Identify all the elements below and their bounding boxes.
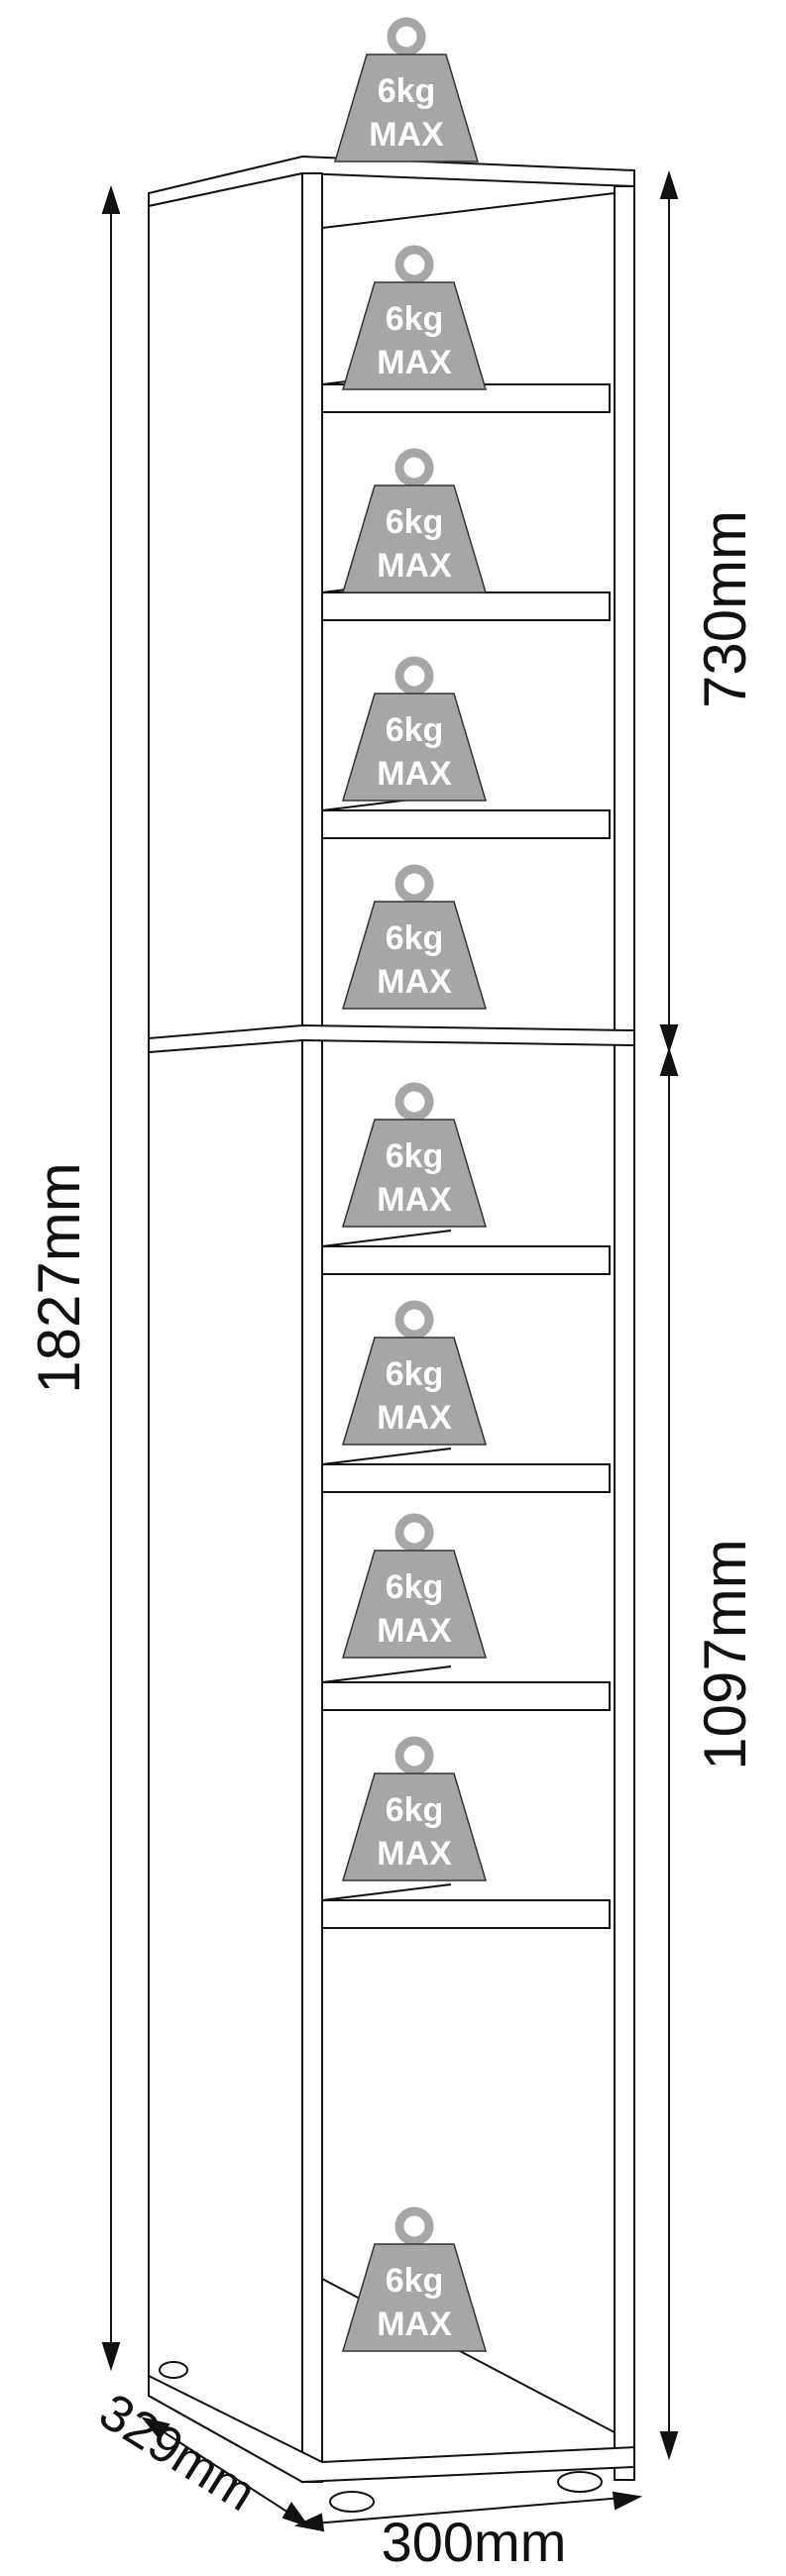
weight-badges: 6kgMAX6kgMAX6kgMAX6kgMAX6kgMAX6kgMAX6kgM…: [333, 17, 488, 2352]
weight-max-label: MAX: [377, 1181, 452, 1219]
weight-body: [341, 1550, 488, 1659]
shelves: [321, 368, 611, 1929]
upper-height-arrow-bottom: [659, 1024, 679, 1054]
weight-handle: [394, 656, 434, 696]
weight-body: [333, 54, 480, 162]
weight-handle: [387, 17, 426, 56]
weight-value-label: 6kg: [386, 711, 444, 749]
total-height-arrow-bottom: [101, 2342, 121, 2372]
cabinet: [148, 155, 635, 2513]
weight-body: [341, 1337, 488, 1446]
depth-arrow-start: [141, 2416, 170, 2440]
weight-handle: [394, 448, 434, 487]
foot-right: [557, 2471, 603, 2493]
total-height-label: 1827mm: [26, 1162, 92, 1393]
weight-max-label: MAX: [377, 963, 452, 1001]
foot-front: [329, 2491, 375, 2513]
weight-max-label: MAX: [377, 1399, 452, 1437]
weight-max-label: MAX: [377, 755, 452, 793]
lower-height-label: 1097mm: [692, 1539, 758, 1770]
left-side-panel: [148, 171, 303, 2484]
weight-handle: [394, 1513, 434, 1553]
width-line: [301, 2496, 635, 2525]
weight-value-label: 6kg: [386, 919, 444, 957]
weight-handle: [394, 245, 434, 284]
weight-value-label: 6kg: [386, 2262, 444, 2300]
dimension-lines: [101, 169, 679, 2532]
shelf: [321, 1665, 611, 1711]
weight-value-label: 6kg: [386, 1137, 444, 1175]
weight-body: [341, 1772, 488, 1881]
upper-height-label: 730mm: [692, 510, 758, 708]
weight-value-label: 6kg: [386, 1791, 444, 1829]
weight-value-label: 6kg: [386, 503, 444, 541]
weight-max-label: MAX: [369, 116, 444, 154]
weight-max-label: MAX: [377, 547, 452, 585]
weight-max-label: MAX: [377, 1835, 452, 1873]
foot-left: [159, 2361, 188, 2379]
shelf: [321, 794, 611, 839]
front-right-edge: [614, 185, 635, 2481]
weight-value-label: 6kg: [386, 300, 444, 338]
weight-handle: [394, 2206, 434, 2246]
weight-max-label: MAX: [377, 1612, 452, 1650]
weight-body: [341, 901, 488, 1010]
weight-value-label: 6kg: [378, 72, 436, 110]
weight-handle: [394, 1736, 434, 1775]
weight-body: [341, 484, 488, 593]
weight-body: [341, 281, 488, 390]
weight-max-label: MAX: [377, 2306, 452, 2343]
lower-height-arrow-top: [659, 1046, 679, 1076]
weight-handle: [394, 1082, 434, 1122]
weight-handle: [394, 864, 434, 904]
weight-value-label: 6kg: [386, 1355, 444, 1393]
depth-line: [148, 2421, 303, 2522]
total-height-arrow-top: [101, 184, 121, 214]
weight-body: [341, 693, 488, 802]
back-edge-upper: [321, 192, 616, 229]
lower-height-arrow-bottom: [659, 2431, 679, 2461]
front-left-edge: [301, 172, 323, 2483]
weight-value-label: 6kg: [386, 1568, 444, 1606]
weight-max-label: MAX: [377, 344, 452, 381]
weight-body: [341, 2243, 488, 2352]
shelf: [321, 1448, 611, 1493]
cabinet-base: [148, 2374, 635, 2484]
shelf: [321, 1230, 611, 1275]
width-arrow-end: [612, 2491, 643, 2511]
shelf: [321, 1883, 611, 1929]
width-label: 300mm: [382, 2511, 567, 2573]
width-arrow-start: [293, 2513, 325, 2532]
depth-arrow-end: [281, 2502, 310, 2527]
weight-handle: [394, 1300, 434, 1340]
middle-divider: [148, 1023, 635, 1054]
upper-height-arrow-top: [659, 169, 679, 199]
weight-body: [341, 1119, 488, 1228]
